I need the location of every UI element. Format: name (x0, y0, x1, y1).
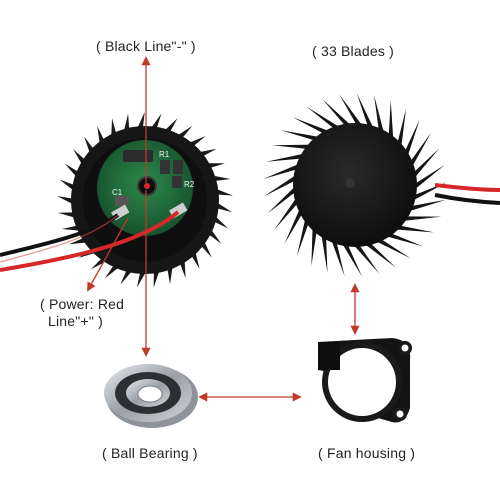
capacitor-c1 (115, 196, 129, 206)
label-power-line-1: ( Power: Red (40, 296, 125, 312)
fan-center-dot (345, 178, 355, 188)
fan-blade (340, 241, 363, 277)
fan-blade (406, 199, 446, 213)
pcb-label-r2: R2 (184, 180, 195, 189)
fan-blade (403, 119, 420, 159)
pcb-label-r1: R1 (159, 150, 170, 159)
label-power-line-2: Line"+" ) (48, 313, 103, 329)
fan-blade (411, 148, 440, 181)
pcb-chip (123, 150, 153, 162)
wire-black (0, 213, 120, 257)
fan-hub-cover (293, 123, 417, 247)
label-black-line: ( Black Line"-" ) (96, 38, 196, 54)
label-power-red-line: ( Power: Red Line"+" ) (40, 296, 124, 330)
arrow-icon (87, 56, 360, 402)
fan-blade (383, 232, 424, 247)
fan-blade (388, 100, 394, 142)
fan-blade (263, 173, 299, 197)
fan-front-view (263, 93, 447, 277)
fan-blade (408, 132, 431, 170)
label-ball-bearing: ( Ball Bearing ) (102, 445, 198, 461)
fan-blade (281, 130, 322, 142)
fan-blade (330, 237, 345, 277)
resistor-r2 (172, 176, 182, 188)
resistor-r1b (173, 160, 183, 174)
fan-back-view: R1 R2 C1 (57, 112, 233, 288)
fan-blade (306, 106, 342, 131)
fan-blade (265, 153, 307, 162)
wire-black-right (434, 193, 500, 205)
fan-blade (284, 206, 304, 244)
fan-blade (410, 182, 447, 202)
wire-red-shine (0, 214, 119, 263)
fan-blade (396, 108, 407, 150)
fan-blade (412, 164, 445, 192)
fan-blade (296, 215, 310, 257)
fan-blade (400, 216, 442, 222)
fan-blade (292, 117, 332, 135)
fan-blade (362, 241, 396, 268)
fan-blade (267, 184, 298, 214)
label-33-blades: ( 33 Blades ) (312, 43, 394, 59)
housing-icon (318, 338, 412, 423)
resistor-r1 (160, 160, 170, 174)
fan-blade (373, 237, 411, 259)
fan-blade (320, 231, 328, 273)
fan-blade (392, 225, 434, 233)
fan-blade-icon (263, 93, 447, 277)
arrow-power-line (87, 217, 129, 292)
fan-blade (374, 94, 385, 136)
wire-red (0, 210, 180, 272)
fan-blade (322, 98, 353, 128)
pcb-label-c1: C1 (112, 188, 123, 197)
fan-blade (274, 195, 300, 230)
fan-blade (272, 144, 314, 150)
fan-blade (311, 224, 318, 267)
bearing-icon (104, 364, 198, 428)
motor-dot (144, 183, 150, 189)
fan-blade (263, 162, 302, 179)
fan-blade (351, 242, 380, 274)
label-fan-housing: ( Fan housing ) (318, 445, 416, 461)
fan-blade (339, 94, 364, 128)
wire-red-right (434, 183, 500, 192)
fan-blade (356, 93, 375, 131)
